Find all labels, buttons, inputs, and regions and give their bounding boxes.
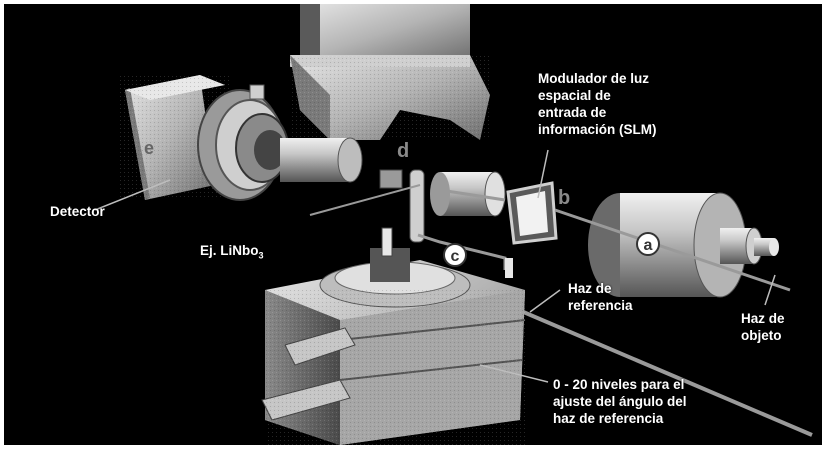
slm-label: Modulador de luz espacial de entrada de … [538, 71, 657, 137]
marker-e-label: e [144, 138, 154, 158]
object-beam-label: Haz de objeto [741, 311, 785, 343]
detector-label: Detector [50, 204, 105, 219]
crystal-label-subscript: 3 [258, 250, 264, 261]
laser-source [588, 192, 779, 298]
marker-b-label: b [558, 187, 570, 209]
marker-d-label: d [397, 140, 409, 162]
detector-housing [120, 75, 363, 201]
marker-c: c [443, 243, 467, 267]
leader-lines [94, 149, 776, 383]
marker-c-label: c [451, 248, 460, 265]
levels-label: 0 - 20 niveles para el ajuste del ángulo… [553, 377, 687, 426]
overhead-housing [290, 4, 490, 140]
mirror-d [379, 169, 425, 243]
marker-a-label: a [644, 237, 653, 254]
reference-beam-label: Haz de referencia [568, 281, 633, 313]
crystal-label-text: Ej. LiNbo [200, 243, 259, 258]
crystal-label: Ej. LiNbo3 [200, 242, 264, 265]
imaging-lens [430, 171, 506, 217]
rotary-stage [261, 227, 526, 445]
marker-a: a [636, 232, 660, 256]
slm-frame [506, 181, 558, 245]
